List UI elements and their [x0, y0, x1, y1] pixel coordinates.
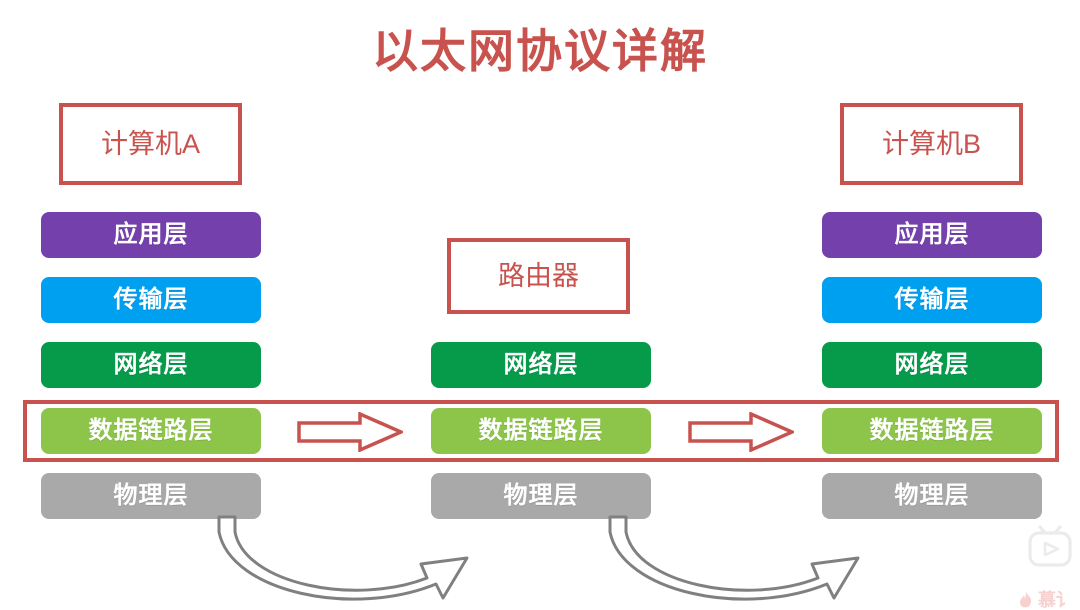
layer-slot: 网络层 [822, 342, 1042, 388]
computer-b-label: 计算机B [881, 128, 981, 159]
router-box: 路由器 [447, 238, 630, 314]
layer-slot: 网络层 [41, 342, 261, 388]
layer-box-data-link: 数据链路层 [431, 408, 651, 454]
layer-box-physical: 物理层 [41, 473, 261, 519]
layer-slot: 传输层 [41, 277, 261, 323]
layer-box-data-link: 数据链路层 [41, 408, 261, 454]
computer-b-box: 计算机B [840, 103, 1023, 185]
layer-slot: 物理层 [431, 473, 651, 519]
layer-box-transport: 传输层 [41, 277, 261, 323]
play-tv-icon [1028, 525, 1072, 567]
brand-watermark: 慕讠 [1018, 588, 1080, 610]
computer-a-box: 计算机A [59, 103, 242, 185]
layer-slot: 数据链路层 [431, 408, 651, 454]
layer-box-application: 应用层 [41, 212, 261, 258]
layer-slot: 数据链路层 [41, 408, 261, 454]
layer-slot: 数据链路层 [822, 408, 1042, 454]
right-arrow-icon [688, 412, 794, 452]
layer-box-application: 应用层 [822, 212, 1042, 258]
layer-slot: 物理层 [41, 473, 261, 519]
layer-box-data-link: 数据链路层 [822, 408, 1042, 454]
layer-box-physical: 物理层 [431, 473, 651, 519]
layer-box-network: 网络层 [41, 342, 261, 388]
right-arrow-icon [297, 412, 403, 452]
router-label: 路由器 [498, 260, 579, 291]
curved-transmission-arrow-icon [217, 515, 469, 601]
layer-box-physical: 物理层 [822, 473, 1042, 519]
brand-watermark-text: 慕讠 [1038, 590, 1074, 610]
layer-slot: 网络层 [431, 342, 651, 388]
curved-transmission-arrow-icon [608, 515, 860, 601]
layer-box-network: 网络层 [431, 342, 651, 388]
flame-icon [1019, 591, 1032, 608]
layer-box-network: 网络层 [822, 342, 1042, 388]
layer-slot: 应用层 [41, 212, 261, 258]
page-title: 以太网协议详解 [372, 25, 708, 77]
layer-box-transport: 传输层 [822, 277, 1042, 323]
layer-slot: 传输层 [822, 277, 1042, 323]
layer-slot: 物理层 [822, 473, 1042, 519]
computer-a-label: 计算机A [100, 128, 200, 159]
layer-slot: 应用层 [822, 212, 1042, 258]
